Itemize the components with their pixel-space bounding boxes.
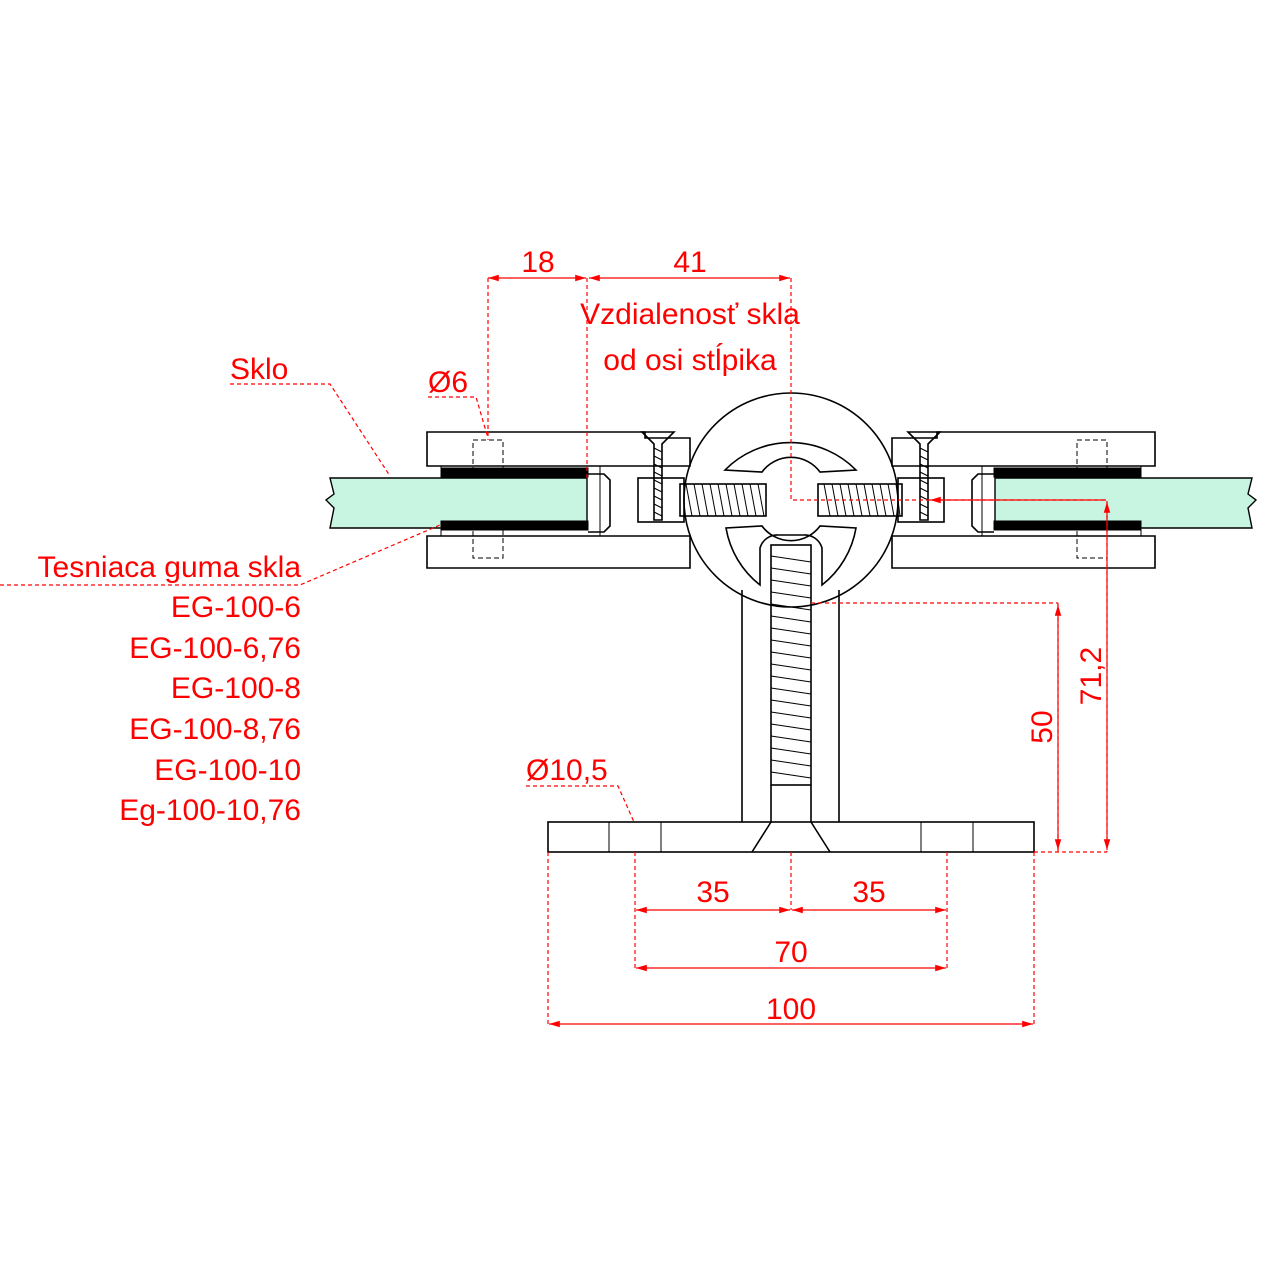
dimension-lines	[0, 274, 1111, 1028]
glass-label: Sklo	[230, 353, 288, 386]
gasket-code: EG-100-8,76	[129, 713, 301, 746]
dim-35-left-label: 35	[696, 876, 729, 909]
gasket-code: EG-100-6	[171, 591, 301, 624]
dim-100-label: 100	[766, 993, 816, 1026]
gasket-code: EG-100-6,76	[129, 632, 301, 665]
glass-distance-label-line2: od osi stĺpika	[603, 343, 777, 377]
annotation-labels: 18 41 Vzdialenosť skla od osi stĺpika Sk…	[38, 246, 1108, 1026]
dim-18-label: 18	[521, 246, 554, 279]
left-glass-panel	[324, 477, 588, 529]
dim-70-label: 70	[774, 936, 807, 969]
dim-41-label: 41	[673, 246, 706, 279]
hole-diameter-label: Ø10,5	[526, 754, 608, 787]
gasket-code: EG-100-8	[171, 672, 301, 705]
stand-tube	[741, 544, 840, 822]
rubber-gaskets	[440, 467, 1142, 531]
gasket-title: Tesniaca guma skla	[38, 551, 302, 584]
gasket-code: Eg-100-10,76	[119, 794, 301, 827]
pin-diameter-label: Ø6	[428, 366, 468, 399]
dim-71-2-label: 71,2	[1075, 647, 1108, 705]
glass-distance-label-line1: Vzdialenosť skla	[580, 298, 800, 331]
vertical-screws	[640, 431, 942, 521]
dim-50-label: 50	[1026, 710, 1059, 743]
base-plate	[547, 821, 1035, 853]
dim-35-right-label: 35	[852, 876, 885, 909]
gasket-code: EG-100-10	[154, 754, 301, 787]
